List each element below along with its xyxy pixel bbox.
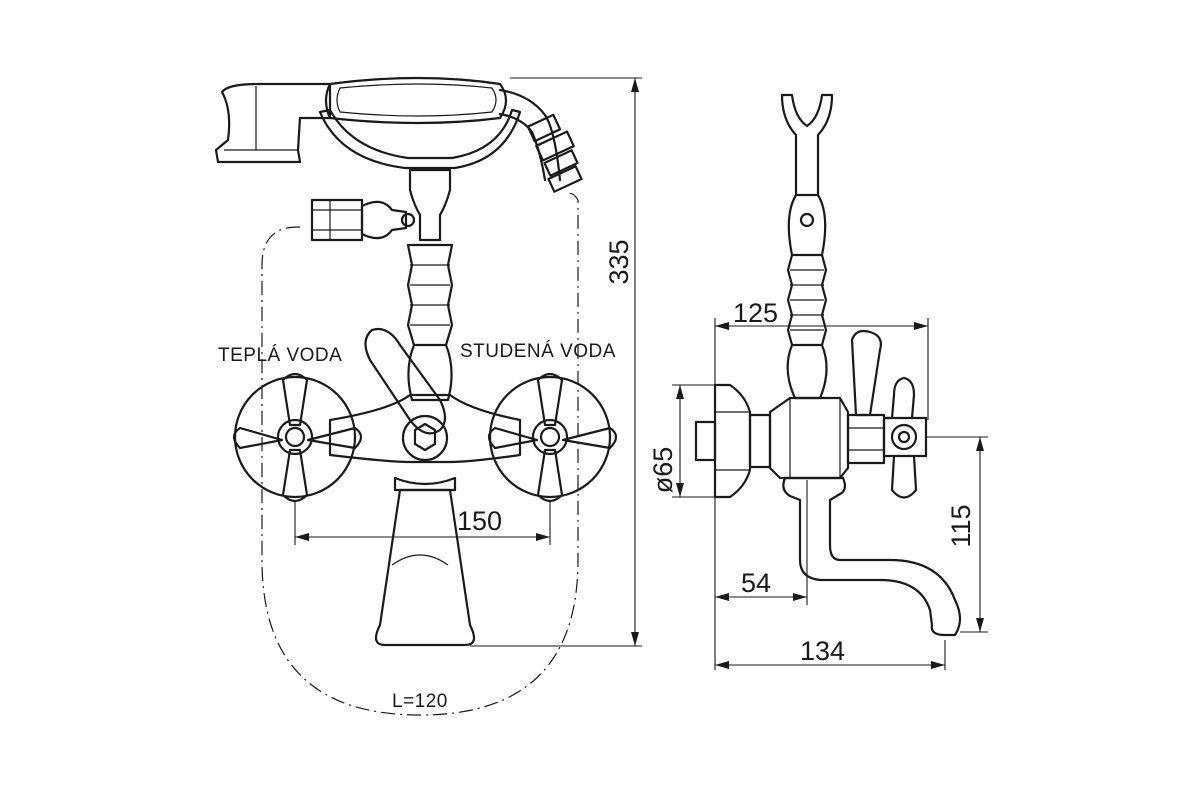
mixer-body [328,393,522,492]
dim-115 [925,436,988,633]
cold-water-handle [487,372,618,503]
hose-connector [526,113,583,193]
center-column [400,168,454,402]
dim-335-label: 335 [604,239,634,284]
hose-path [261,192,579,716]
shower-cradle [318,108,522,170]
dim-65-label: ø65 [648,447,678,494]
wall-flange [694,383,772,499]
hose-length-label: L=120 [392,691,448,712]
dim-150 [294,500,551,545]
cold-water-label: STUDENÁ VODA [460,341,616,362]
lever-handle [364,327,447,435]
dim-65 [672,384,715,498]
diverter-knob [310,198,408,242]
side-handles [846,329,928,499]
dim-335 [470,77,642,647]
side-column [780,93,834,400]
front-view: TEPLÁ VODA STUDENÁ VODA L=120 150 335 [214,76,642,716]
hot-water-handle [232,372,363,503]
dim-115-label: 115 [946,504,976,547]
dim-134-label: 134 [800,636,845,666]
dim-54 [714,480,808,670]
side-view: 125 ø65 115 54 134 [648,93,988,670]
dim-54-label: 54 [741,568,771,598]
dim-134 [715,640,946,670]
side-spout [782,476,962,637]
dim-125-label: 125 [733,298,778,328]
hand-shower [214,76,562,182]
dim-125 [714,318,929,420]
hot-water-label: TEPLÁ VODA [218,345,342,366]
side-body [768,396,850,480]
dim-150-label: 150 [457,506,502,536]
spout-base [374,488,476,647]
